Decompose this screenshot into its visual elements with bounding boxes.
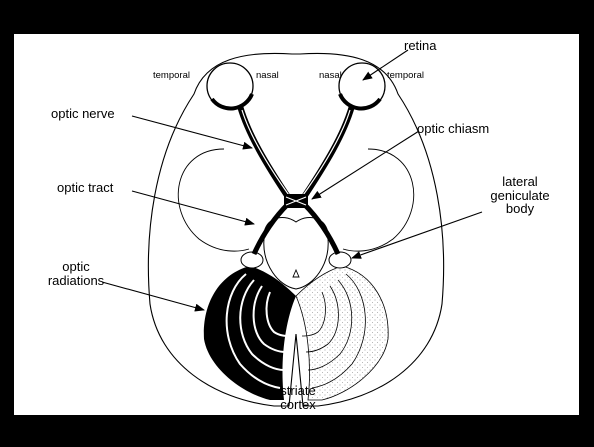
lateral-geniculate-left <box>241 252 263 268</box>
label-lateral-geniculate-body: lateral geniculate body <box>484 175 556 216</box>
label-optic-nerve: optic nerve <box>51 107 115 121</box>
label-lateral-geniculate-line2: geniculate <box>484 189 556 203</box>
diagram-panel: retina temporal nasal nasal temporal opt… <box>14 34 579 415</box>
label-temporal-right: temporal <box>387 71 424 81</box>
label-optic-radiations-line1: optic <box>40 260 112 274</box>
label-optic-radiations: optic radiations <box>40 260 112 287</box>
visual-pathway-diagram <box>14 34 579 415</box>
label-striate-cortex: striate cortex <box>271 384 325 411</box>
label-retina: retina <box>404 39 437 53</box>
label-lateral-geniculate-line1: lateral <box>484 175 556 189</box>
label-striate-cortex-line1: striate <box>271 384 325 398</box>
lateral-geniculate-right <box>329 252 351 268</box>
eye-left <box>207 63 253 109</box>
label-optic-tract: optic tract <box>57 181 113 195</box>
label-optic-radiations-line2: radiations <box>40 274 112 288</box>
label-nasal-right: nasal <box>319 71 342 81</box>
label-optic-chiasm: optic chiasm <box>417 122 489 136</box>
label-temporal-left: temporal <box>153 71 190 81</box>
label-striate-cortex-line2: cortex <box>271 398 325 412</box>
label-lateral-geniculate-line3: body <box>484 202 556 216</box>
label-nasal-left: nasal <box>256 71 279 81</box>
